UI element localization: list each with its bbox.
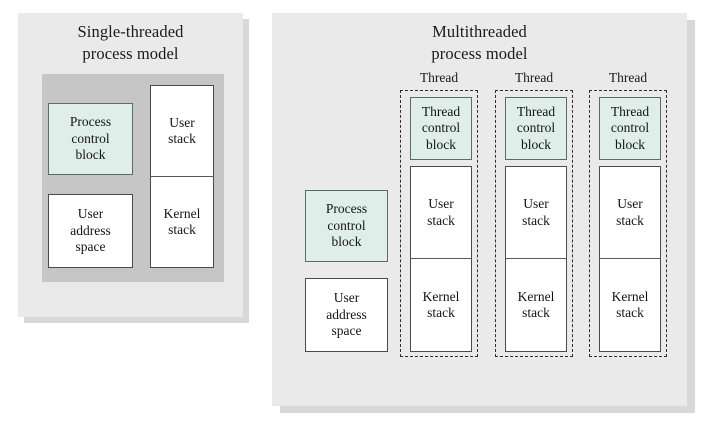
left-user-stack-line1: User (169, 114, 195, 130)
left-pcb-line3: block (75, 147, 106, 163)
left-pcb-line2: control (71, 130, 110, 146)
thread-2-tcb-line1: Thread (516, 103, 556, 119)
thread-2-user-stack: User stack (505, 166, 567, 259)
left-uas-line2: address (70, 222, 111, 238)
right-process-control-block: Process control block (305, 190, 388, 262)
thread-1-tcb-line1: Thread (421, 103, 461, 119)
thread-1-kernel-stack-line1: Kernel (422, 288, 460, 304)
left-panel-title-line2: process model (82, 43, 179, 63)
right-user-address-space: User address space (305, 278, 388, 352)
right-pcb-line3: block (331, 234, 362, 250)
right-uas-line3: space (331, 323, 362, 339)
thread-3-user-stack-line2: stack (616, 212, 644, 228)
thread-1-kernel-stack-line2: stack (427, 305, 455, 320)
thread-3-kernel-stack: Kernel stack (599, 258, 661, 352)
thread-2-kernel-stack: Kernel stack (505, 258, 567, 352)
left-kernel-stack-line2: stack (168, 222, 196, 237)
thread-3-label: Thread (608, 70, 648, 85)
left-uas-line3: space (75, 239, 106, 255)
right-uas-line1: User (333, 290, 360, 306)
thread-1-label: Thread (419, 70, 459, 85)
thread-1-enclosure (400, 90, 478, 357)
left-panel-title-line1: Single-threaded (77, 22, 184, 41)
thread-3-user-stack-line1: User (617, 196, 643, 212)
right-panel-title: Multithreaded process model (272, 21, 687, 65)
left-user-stack: User stack (150, 85, 214, 177)
thread-3-tcb-line2: control (610, 120, 650, 136)
left-uas-line1: User (77, 206, 104, 222)
thread-1-user-stack-line2: stack (427, 212, 455, 228)
left-panel-title: Single-threaded process model (18, 21, 243, 65)
thread-2-user-stack-line2: stack (522, 212, 550, 228)
thread-3-control-block: Thread control block (599, 97, 661, 160)
thread-1-tcb-line2: control (421, 120, 461, 136)
right-uas-line2: address (326, 306, 367, 322)
thread-2-kernel-stack-line2: stack (522, 305, 550, 320)
thread-3-tcb-line3: block (615, 136, 645, 152)
thread-1-kernel-stack: Kernel stack (410, 258, 472, 352)
thread-2-control-block: Thread control block (505, 97, 567, 160)
left-user-address-space: User address space (48, 194, 133, 268)
left-kernel-stack: Kernel stack (150, 176, 214, 268)
left-user-stack-line2: stack (168, 131, 196, 146)
thread-3-user-stack: User stack (599, 166, 661, 259)
thread-3-kernel-stack-line2: stack (616, 305, 644, 320)
thread-1-user-stack-line1: User (428, 196, 454, 212)
thread-3-enclosure (589, 90, 667, 357)
left-process-control-block: Process control block (48, 103, 133, 175)
right-panel-title-line1: Multithreaded (432, 22, 527, 41)
left-pcb-line1: Process (69, 114, 112, 130)
thread-2-tcb-line2: control (516, 120, 556, 136)
thread-2-user-stack-line1: User (523, 196, 549, 212)
left-kernel-stack-line1: Kernel (163, 205, 201, 221)
right-pcb-line1: Process (325, 201, 368, 217)
thread-3-tcb-line1: Thread (610, 103, 650, 119)
right-pcb-line2: control (327, 217, 366, 233)
right-panel-title-line2: process model (431, 43, 528, 63)
thread-1-control-block: Thread control block (410, 97, 472, 160)
thread-2-enclosure (495, 90, 573, 357)
thread-2-tcb-line3: block (521, 136, 551, 152)
thread-3-kernel-stack-line1: Kernel (611, 288, 649, 304)
thread-1-user-stack: User stack (410, 166, 472, 259)
thread-2-label: Thread (514, 70, 554, 85)
thread-1-tcb-line3: block (426, 136, 456, 152)
thread-2-kernel-stack-line1: Kernel (517, 288, 555, 304)
